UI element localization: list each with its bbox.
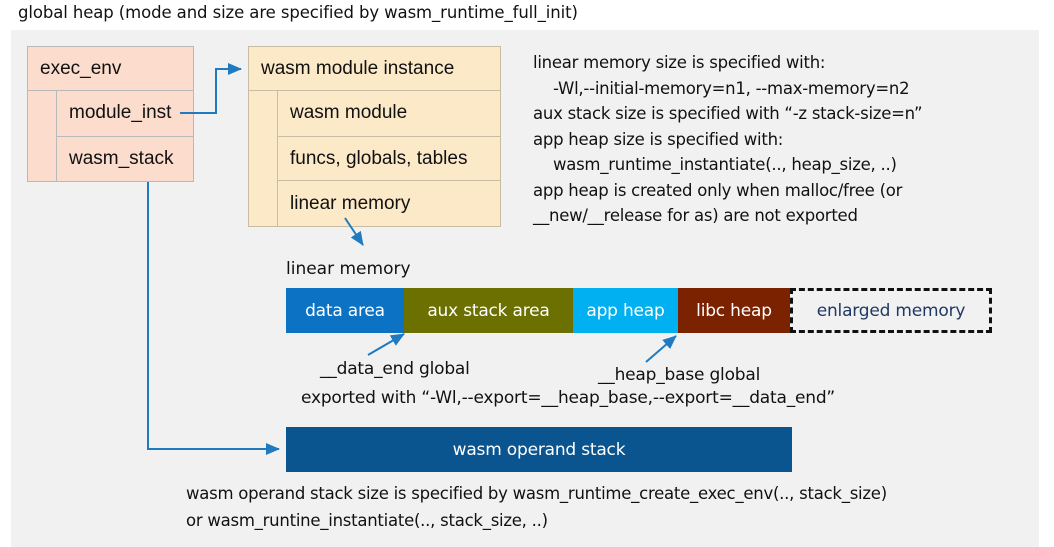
callout-exported-with: exported with “-Wl,--export=__heap_base,… bbox=[301, 388, 836, 408]
wasm-operand-stack-bar[interactable]: wasm operand stack bbox=[286, 427, 792, 472]
memory-segment-app-heap[interactable]: app heap bbox=[573, 288, 678, 333]
module-instance-field-rows: wasm module funcs, globals, tables linea… bbox=[277, 91, 500, 227]
module-instance-fields: wasm module funcs, globals, tables linea… bbox=[248, 91, 501, 227]
linear-memory-bar: data area aux stack area app heap libc h… bbox=[286, 288, 992, 333]
exec-env-box: exec_env module_inst wasm_stack bbox=[27, 46, 194, 182]
module-instance-field-funcs-globals-tables: funcs, globals, tables bbox=[277, 135, 500, 181]
memory-segment-enlarged-memory-label: enlarged memory bbox=[816, 300, 966, 321]
module-instance-header-label: wasm module instance bbox=[261, 57, 455, 79]
memory-segment-data-area-label: data area bbox=[305, 300, 385, 321]
module-instance-field-wasm-module-label: wasm module bbox=[290, 102, 408, 124]
memory-segment-libc-heap-label: libc heap bbox=[696, 300, 772, 321]
module-instance-field-funcs-globals-tables-label: funcs, globals, tables bbox=[290, 147, 468, 169]
module-instance-indent-column bbox=[249, 91, 277, 226]
memory-segment-enlarged-memory[interactable]: enlarged memory bbox=[790, 288, 992, 333]
exec-env-field-wasm-stack: wasm_stack bbox=[56, 135, 193, 181]
module-instance-field-wasm-module: wasm module bbox=[277, 91, 500, 136]
exec-env-field-wasm-stack-label: wasm_stack bbox=[69, 147, 174, 169]
wasm-operand-stack-label: wasm operand stack bbox=[452, 439, 626, 460]
module-instance-header: wasm module instance bbox=[248, 46, 501, 91]
exec-env-field-module-inst: module_inst bbox=[56, 91, 193, 136]
memory-segment-data-area[interactable]: data area bbox=[286, 288, 404, 333]
linear-memory-bar-caption: linear memory bbox=[286, 259, 411, 279]
callout-data-end: __data_end global bbox=[320, 359, 470, 379]
module-instance-field-linear-memory: linear memory bbox=[277, 180, 500, 227]
wasm-module-instance-box: wasm module instance wasm module funcs, … bbox=[248, 46, 501, 227]
exec-env-header-label: exec_env bbox=[40, 57, 122, 79]
exec-env-header: exec_env bbox=[27, 46, 194, 91]
exec-env-field-rows: module_inst wasm_stack bbox=[56, 91, 193, 181]
memory-segment-app-heap-label: app heap bbox=[586, 300, 665, 321]
exec-env-field-module-inst-label: module_inst bbox=[69, 102, 172, 124]
memory-segment-aux-stack-area[interactable]: aux stack area bbox=[404, 288, 573, 333]
exec-env-indent-column bbox=[28, 91, 56, 181]
operand-stack-notes: wasm operand stack size is specified by … bbox=[186, 484, 887, 530]
linear-memory-notes: linear memory size is specified with: -W… bbox=[533, 53, 923, 225]
module-instance-field-linear-memory-label: linear memory bbox=[290, 192, 411, 214]
callout-heap-base: __heap_base global bbox=[598, 365, 761, 385]
exec-env-fields: module_inst wasm_stack bbox=[27, 91, 194, 182]
memory-segment-libc-heap[interactable]: libc heap bbox=[678, 288, 790, 333]
memory-segment-aux-stack-area-label: aux stack area bbox=[427, 300, 550, 321]
page-title: global heap (mode and size are specified… bbox=[18, 3, 578, 22]
